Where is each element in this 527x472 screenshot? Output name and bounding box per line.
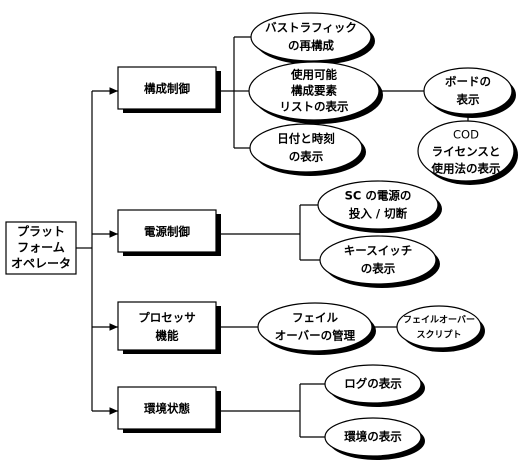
task-keyswitch-line-2: の表示 (361, 262, 396, 276)
category-environment: 環境状態 (117, 386, 221, 433)
root-label-line-3: オペレータ (11, 257, 71, 271)
task-bus-traffic: バストラフィック の再構成 (250, 12, 375, 65)
task-datetime-line-2: の表示 (289, 150, 324, 164)
task-datetime: 日付と時刻 の表示 (249, 123, 366, 176)
task-cod-line-2: ライセンスと (432, 145, 501, 159)
category-processor-label-line-1: プロセッサ (138, 311, 196, 325)
task-board-line-2: 表示 (456, 93, 480, 107)
task-bus-traffic-line-1: バストラフィック (265, 21, 357, 35)
task-env-display-label: 環境の表示 (344, 430, 402, 444)
task-failover-script: フェイルオーバー スクリプト (396, 305, 485, 352)
task-log-label: ログの表示 (344, 377, 402, 391)
task-sc-power-line-2: 投入 / 切断 (349, 207, 408, 221)
category-processor-label-line-2: 機能 (156, 329, 179, 343)
task-log: ログの表示 (324, 364, 425, 407)
task-failover-line-1: フェイル (292, 311, 338, 325)
task-cod-line-1: COD (453, 128, 479, 142)
task-keyswitch-line-1: キースイッチ (344, 244, 412, 258)
task-failover-script-line-1: フェイルオーバー (403, 315, 475, 326)
task-cod-line-3: 使用法の表示 (431, 162, 501, 176)
task-available-components: 使用可能 構成要素 リストの表示 (248, 61, 383, 124)
root-label-line-1: プラット (17, 224, 65, 239)
task-available-components-line-1: 使用可能 (290, 68, 337, 82)
task-bus-traffic-line-2: の再構成 (288, 39, 334, 53)
category-power: 電源制御 (117, 209, 221, 256)
task-sc-power: SC の電源の 投入 / 切断 (317, 180, 442, 233)
root-node: プラット フォーム オペレータ (5, 221, 77, 275)
category-config-label: 構成制御 (144, 82, 190, 96)
task-datetime-line-1: 日付と時刻 (277, 132, 335, 146)
task-keyswitch: キースイッチ の表示 (319, 235, 440, 288)
category-processor: プロセッサ 機能 (117, 301, 221, 354)
task-sc-power-line-1: SC の電源の (345, 189, 412, 203)
task-failover: フェイル オーバーの管理 (257, 302, 376, 355)
category-config: 構成制御 (117, 66, 221, 113)
task-available-components-line-3: リストの表示 (280, 100, 349, 114)
task-cod: COD ライセンスと 使用法の表示 (417, 120, 518, 185)
category-environment-label: 環境状態 (144, 402, 190, 416)
task-available-components-line-2: 構成要素 (291, 84, 337, 98)
category-power-label: 電源制御 (144, 225, 190, 239)
task-failover-script-line-2: スクリプト (416, 329, 461, 341)
root-label-line-2: フォーム (17, 241, 65, 255)
task-failover-line-2: オーバーの管理 (275, 329, 356, 343)
task-board: ボードの 表示 (423, 67, 516, 118)
task-board-line-1: ボードの (445, 75, 491, 89)
task-env-display: 環境の表示 (324, 417, 425, 460)
